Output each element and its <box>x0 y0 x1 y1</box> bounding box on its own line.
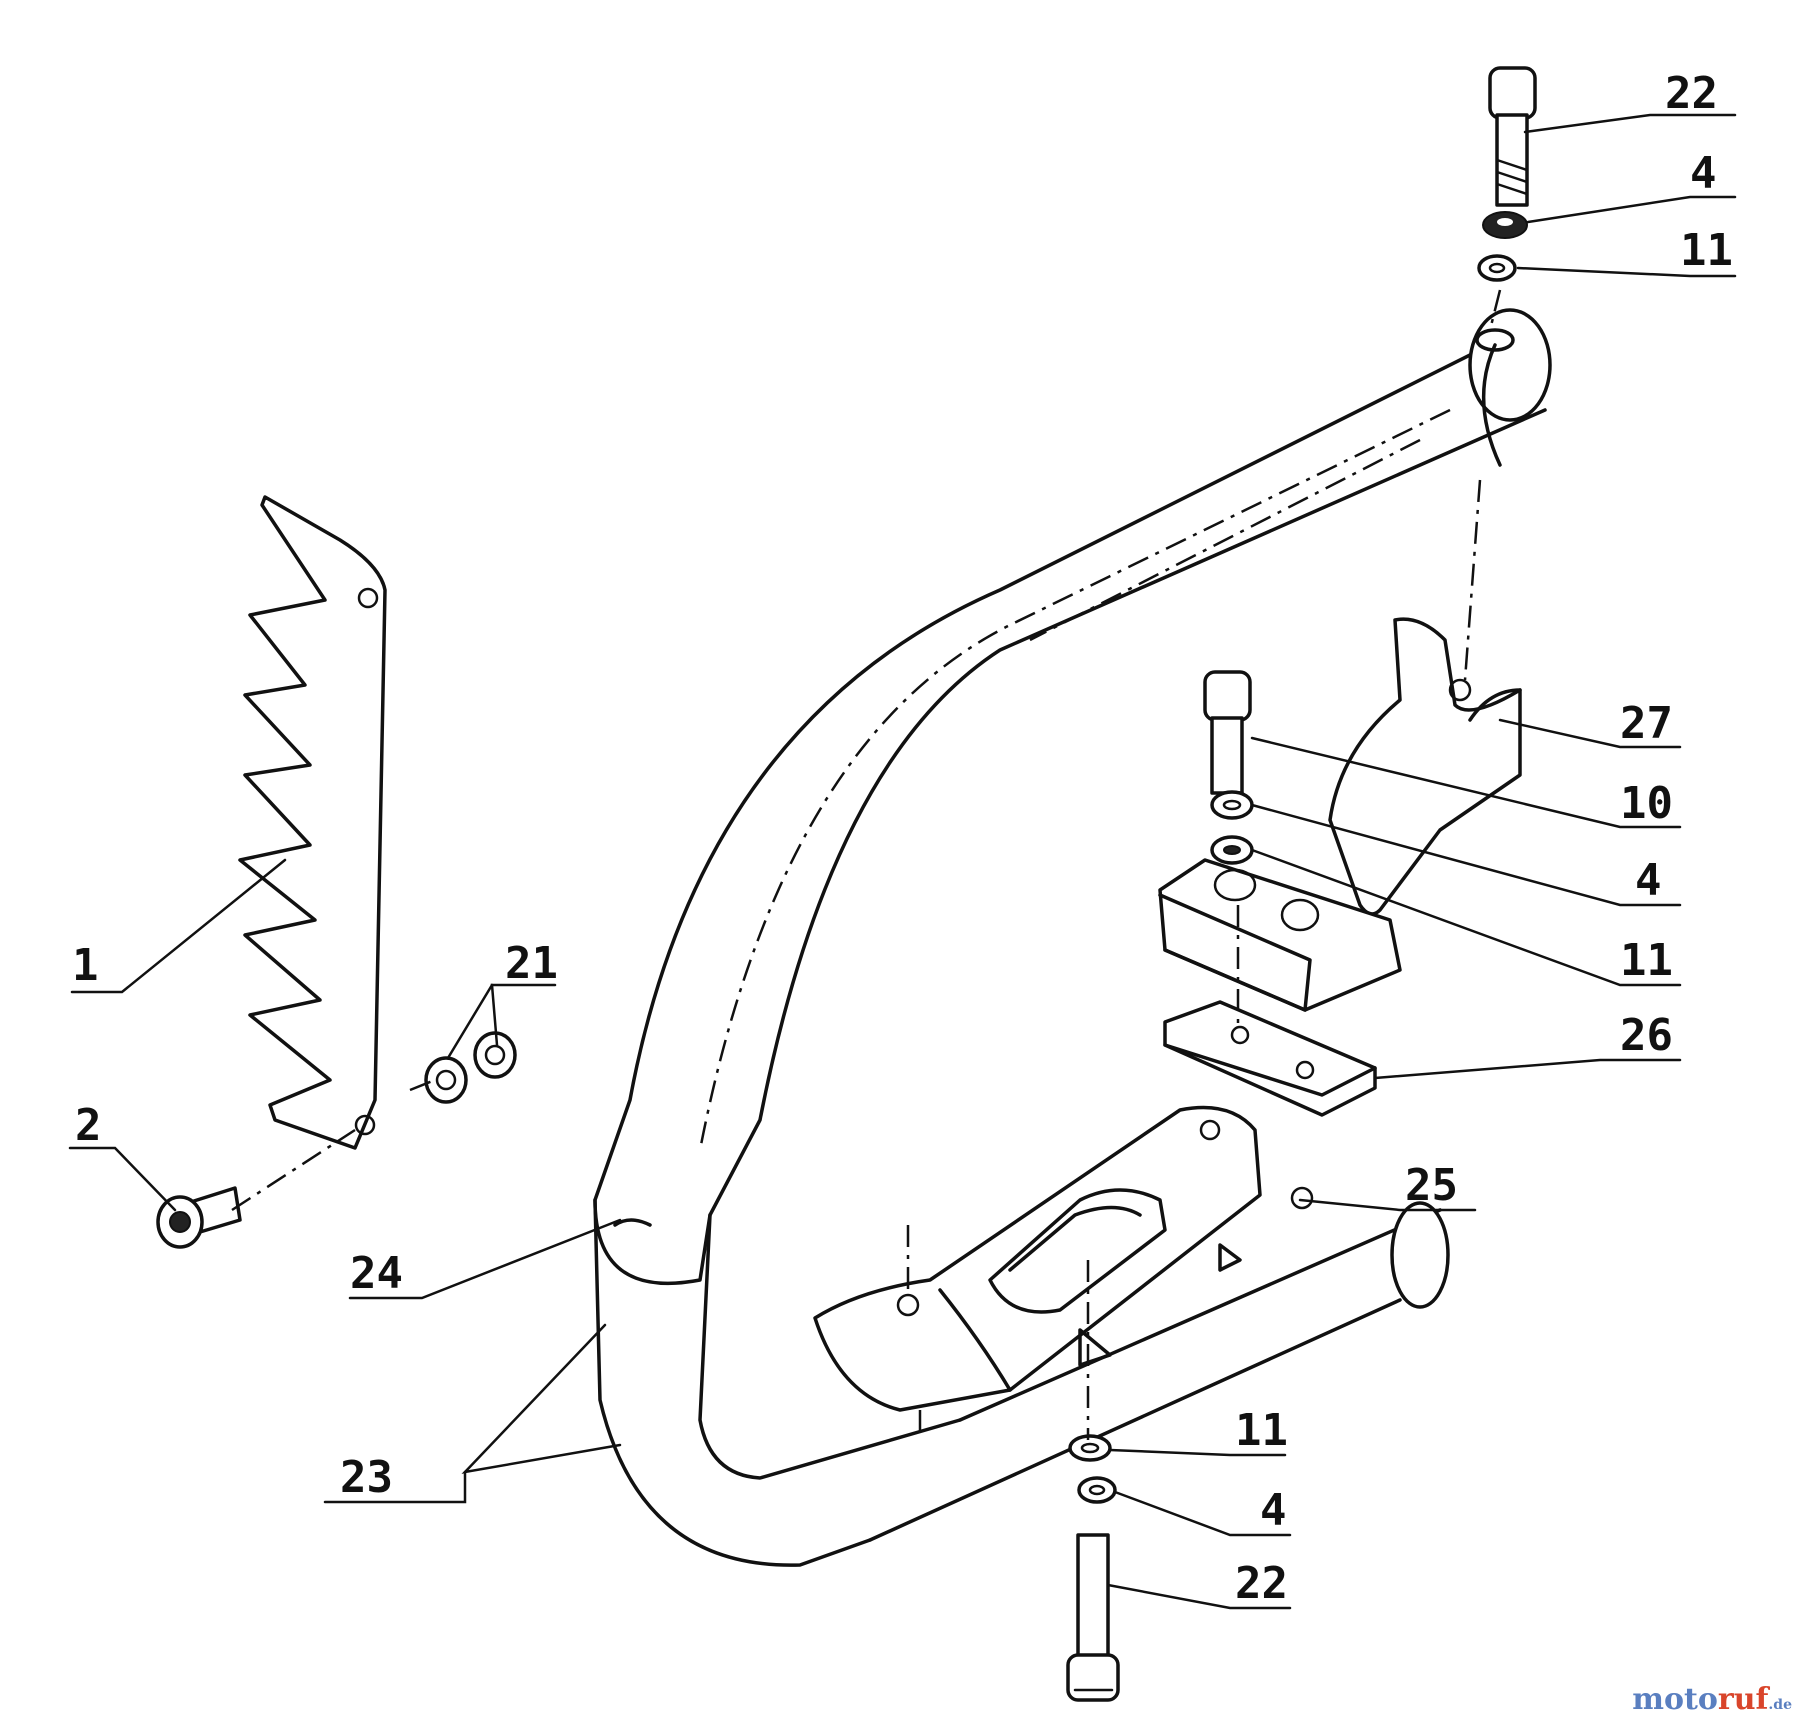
callout-1: 1 <box>72 940 99 991</box>
callout-4-mid: 4 <box>1635 855 1662 906</box>
leader-lines <box>68 113 1737 1610</box>
callout-labels: 22 4 11 27 10 4 11 26 25 1 21 2 24 23 11… <box>72 68 1733 1609</box>
callout-2: 2 <box>75 1100 102 1151</box>
assembly-axes <box>231 289 1502 1440</box>
callout-24: 24 <box>350 1248 403 1299</box>
callout-21: 21 <box>505 938 558 989</box>
callout-22-top: 22 <box>1665 68 1718 119</box>
washer-top-part-11 <box>1477 254 1517 282</box>
callout-4-top: 4 <box>1690 148 1717 199</box>
callout-11-bottom: 11 <box>1235 1405 1288 1456</box>
bolt-bottom-part-22 <box>1066 1533 1120 1702</box>
washer-mid-part-11 <box>1210 835 1254 865</box>
bumper-spike <box>238 495 387 1150</box>
handle-bar-tube <box>593 308 1552 1567</box>
damper-block <box>1158 858 1402 1012</box>
lower-tube <box>868 1186 1450 1542</box>
callout-25: 25 <box>1405 1160 1458 1211</box>
callout-11-mid: 11 <box>1620 935 1673 986</box>
callout-4-bottom: 4 <box>1260 1485 1287 1536</box>
washer-bottom-part-11 <box>1068 1434 1112 1462</box>
callout-22-bottom: 22 <box>1235 1558 1288 1609</box>
lock-washer-bottom-part-4 <box>1077 1476 1117 1504</box>
plate <box>1163 1000 1377 1117</box>
callout-10: 10 <box>1620 778 1673 829</box>
bolt-top-part-22 <box>1488 66 1537 207</box>
clamp-housing <box>813 1105 1262 1412</box>
bolt-mid-part-10 <box>1203 670 1252 795</box>
callout-11-top: 11 <box>1680 225 1733 276</box>
screw-part-2 <box>156 1186 242 1249</box>
callout-26: 26 <box>1620 1010 1673 1061</box>
lock-washer-top-part-4 <box>1482 211 1528 239</box>
callout-23: 23 <box>340 1452 393 1503</box>
lock-washer-mid-part-4 <box>1210 790 1254 820</box>
watermark-logo: motoruf.de <box>1632 1682 1792 1717</box>
callout-27: 27 <box>1620 698 1673 749</box>
nut-part-21 <box>424 1031 517 1104</box>
